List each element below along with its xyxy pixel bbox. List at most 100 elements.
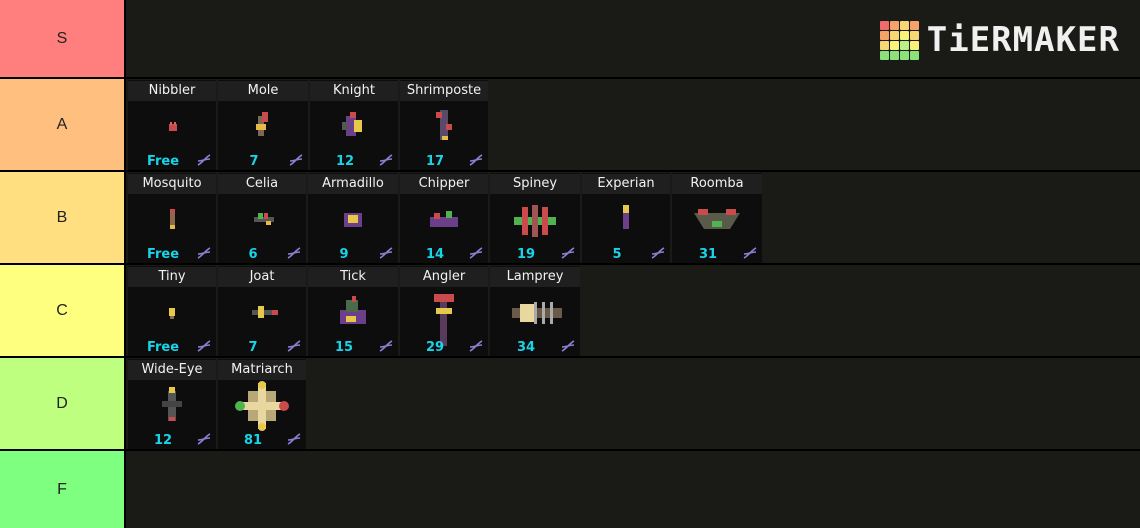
tier-row-c: C Tiny Free Joat 7 Tick 15 Angler: [0, 265, 1140, 356]
tier-items-d[interactable]: Wide-Eye 12 Matriarch 81: [126, 358, 1140, 449]
ship-card[interactable]: Mosquito Free: [128, 173, 216, 263]
ship-name: Joat: [218, 267, 306, 287]
tier-items-f[interactable]: [126, 451, 1140, 528]
ship-cost: Free: [146, 340, 180, 355]
ship-name: Knight: [310, 81, 398, 101]
ship-sprite-icon: [430, 211, 458, 227]
ship-sprite-icon: [170, 209, 175, 229]
ship-card[interactable]: Roomba 31: [672, 173, 762, 263]
ship-card[interactable]: Knight 12: [310, 80, 398, 170]
tier-row-a: A Nibbler Free Mole 7 Knight 12 Shri: [0, 79, 1140, 170]
ship-card[interactable]: Joat 7: [218, 266, 306, 356]
ship-sprite-icon: [512, 302, 562, 324]
ship-card[interactable]: Mole 7: [218, 80, 308, 170]
ship-sprite-icon: [514, 205, 556, 237]
ship-cost: 29: [425, 340, 445, 355]
tiermaker-logo: TiERMAKER: [879, 20, 1120, 60]
ship-sprite-icon: [623, 205, 629, 229]
ship-card[interactable]: Chipper 14: [400, 173, 488, 263]
ship-sprite-icon: [169, 308, 175, 319]
ship-sprite-icon: [434, 294, 454, 346]
dna-icon: [469, 154, 483, 166]
ship-cost: Free: [146, 247, 180, 262]
dna-icon: [561, 340, 575, 352]
ship-card[interactable]: Tiny Free: [128, 266, 216, 356]
tier-label-d[interactable]: D: [0, 358, 124, 449]
ship-cost: 17: [425, 154, 445, 169]
ship-name: Matriarch: [218, 360, 306, 380]
ship-card[interactable]: Nibbler Free: [128, 80, 216, 170]
dna-icon: [743, 247, 757, 259]
ship-name: Spiney: [490, 174, 580, 194]
ship-name: Chipper: [400, 174, 488, 194]
ship-cost: 81: [243, 433, 263, 448]
tier-label-f[interactable]: F: [0, 451, 124, 528]
ship-cost: 19: [516, 247, 536, 262]
ship-name: Mole: [218, 81, 308, 101]
ship-name: Angler: [400, 267, 488, 287]
ship-card[interactable]: Tick 15: [308, 266, 398, 356]
ship-cost: 12: [153, 433, 173, 448]
logo-text: TiERMAKER: [926, 20, 1120, 60]
ship-name: Armadillo: [308, 174, 398, 194]
dna-icon: [379, 154, 393, 166]
tier-items-s[interactable]: TiERMAKER: [126, 0, 1140, 77]
ship-name: Experian: [582, 174, 670, 194]
dna-icon: [197, 340, 211, 352]
tier-row-f: F: [0, 451, 1140, 528]
ship-cost: 12: [335, 154, 355, 169]
dna-icon: [651, 247, 665, 259]
ship-card[interactable]: Lamprey 34: [490, 266, 580, 356]
ship-name: Tiny: [128, 267, 216, 287]
ship-card[interactable]: Celia 6: [218, 173, 306, 263]
dna-icon: [197, 433, 211, 445]
ship-cost: 14: [425, 247, 445, 262]
ship-cost: 34: [516, 340, 536, 355]
ship-cost: 5: [612, 247, 622, 262]
tier-label-c[interactable]: C: [0, 265, 124, 356]
ship-name: Lamprey: [490, 267, 580, 287]
tier-items-b[interactable]: Mosquito Free Celia 6 Armadillo 9 Chippe…: [126, 172, 1140, 263]
tier-items-a[interactable]: Nibbler Free Mole 7 Knight 12 Shrimposte: [126, 79, 1140, 170]
ship-sprite-icon: [252, 306, 278, 318]
ship-card[interactable]: Matriarch 81: [218, 359, 306, 449]
ship-cost: Free: [146, 154, 180, 169]
ship-cost: 31: [698, 247, 718, 262]
ship-name: Tick: [308, 267, 398, 287]
tier-label-b[interactable]: B: [0, 172, 124, 263]
dna-icon: [287, 247, 301, 259]
ship-card[interactable]: Wide-Eye 12: [128, 359, 216, 449]
ship-sprite-icon: [340, 296, 366, 324]
dna-icon: [469, 247, 483, 259]
dna-icon: [197, 154, 211, 166]
ship-cost: 7: [249, 154, 259, 169]
ship-card[interactable]: Angler 29: [400, 266, 488, 356]
ship-sprite-icon: [694, 209, 740, 229]
tier-label-s[interactable]: S: [0, 0, 124, 77]
ship-card[interactable]: Armadillo 9: [308, 173, 398, 263]
ship-sprite-icon: [344, 213, 362, 227]
logo-grid-icon: [879, 20, 919, 60]
ship-card[interactable]: Shrimposte 17: [400, 80, 488, 170]
dna-icon: [469, 340, 483, 352]
tier-items-c[interactable]: Tiny Free Joat 7 Tick 15 Angler 29: [126, 265, 1140, 356]
ship-sprite-icon: [256, 112, 268, 136]
tier-row-s: S TiERMAKER: [0, 0, 1140, 77]
dna-icon: [561, 247, 575, 259]
ship-cost: 7: [248, 340, 258, 355]
tier-label-a[interactable]: A: [0, 79, 124, 170]
ship-card[interactable]: Experian 5: [582, 173, 670, 263]
ship-sprite-icon: [342, 112, 362, 136]
ship-name: Wide-Eye: [128, 360, 216, 380]
dna-icon: [379, 340, 393, 352]
ship-sprite-icon: [254, 213, 274, 225]
ship-name: Nibbler: [128, 81, 216, 101]
ship-cost: 9: [339, 247, 349, 262]
ship-card[interactable]: Spiney 19: [490, 173, 580, 263]
dna-icon: [287, 340, 301, 352]
ship-name: Shrimposte: [400, 81, 488, 101]
ship-name: Mosquito: [128, 174, 216, 194]
tier-row-b: B Mosquito Free Celia 6 Armadillo 9: [0, 172, 1140, 263]
ship-sprite-icon: [162, 387, 182, 421]
